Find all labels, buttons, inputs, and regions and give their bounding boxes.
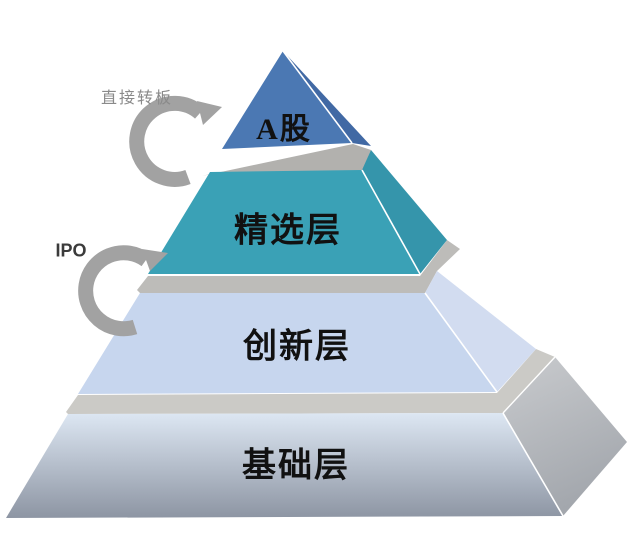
basic-layer-label: 基础层 <box>242 447 350 485</box>
band-below-a-share <box>202 144 371 176</box>
band-below-innovation <box>66 349 555 414</box>
base-layer-edge-line <box>502 412 564 517</box>
a-share-edge-line <box>282 50 353 144</box>
ipo-arrow <box>78 245 151 337</box>
selected-layer-edge-line <box>361 169 421 275</box>
direct-transfer-arrow-label: 直接转板 <box>100 90 174 107</box>
direct-transfer-arrow <box>129 95 205 187</box>
a-share-side-face <box>283 51 371 146</box>
base-layer-front-face <box>6 413 563 518</box>
innovation-layer-front-face <box>78 293 497 394</box>
innovation-layer-label: 创新层 <box>243 328 351 366</box>
innovation-layer-side-face <box>425 271 536 392</box>
a-share-label: A股 <box>256 113 312 146</box>
selected-layer-front-face <box>148 170 420 274</box>
band-below-selected <box>137 240 460 293</box>
base-layer-top-edge-line <box>502 356 556 414</box>
direct-transfer-arrow-head <box>197 101 222 125</box>
ipo-arrow-label: IPO <box>55 240 87 261</box>
a-share-front-face <box>222 51 352 149</box>
base-layer-side-face <box>503 357 627 516</box>
innovation-layer-edge-line <box>424 292 498 393</box>
ipo-arrow-head <box>142 249 168 271</box>
selected-layer-side-face <box>362 150 447 274</box>
selected-layer-label: 精选层 <box>234 212 342 250</box>
